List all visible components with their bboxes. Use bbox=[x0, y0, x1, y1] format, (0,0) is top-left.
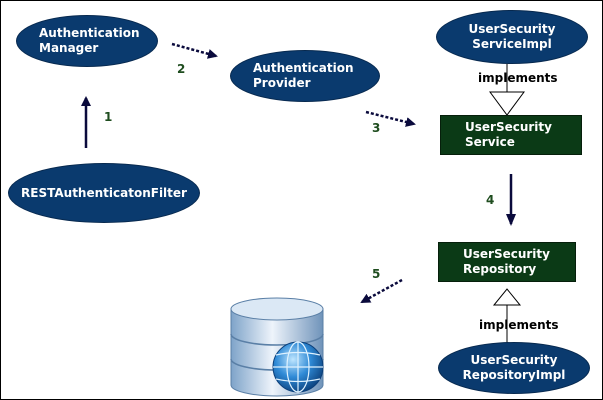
implements-label-top: implements bbox=[478, 71, 558, 85]
service-label: UserSecurity Service bbox=[465, 120, 552, 150]
step-number-4: 4 bbox=[486, 193, 495, 207]
service-line-1: UserSecurity bbox=[465, 120, 552, 134]
step-number-2: 2 bbox=[177, 62, 186, 76]
step-number-3: 3 bbox=[372, 121, 381, 135]
authentication-provider-label: Authentication Provider bbox=[253, 61, 354, 91]
authentication-manager-node: Authentication Manager bbox=[16, 15, 158, 67]
step-number-1: 1 bbox=[104, 110, 113, 124]
auth-manager-line-2: Manager bbox=[39, 41, 99, 55]
service-impl-line-2: ServiceImpl bbox=[472, 37, 552, 51]
repository-line-1: UserSecurity bbox=[463, 247, 550, 261]
rest-authentication-filter-node: RESTAuthenticatonFilter bbox=[8, 163, 200, 223]
service-line-2: Service bbox=[465, 135, 515, 149]
repository-line-2: Repository bbox=[463, 262, 537, 276]
implements-triangle-bottom bbox=[492, 288, 522, 306]
service-impl-line-1: UserSecurity bbox=[468, 22, 556, 36]
auth-provider-line-2: Provider bbox=[253, 76, 311, 90]
rest-filter-label: RESTAuthenticatonFilter bbox=[21, 185, 187, 200]
authentication-provider-node: Authentication Provider bbox=[230, 50, 380, 102]
implements-triangle-top bbox=[489, 91, 525, 116]
repository-label: UserSecurity Repository bbox=[463, 247, 550, 277]
arrow-step-2 bbox=[171, 42, 218, 59]
user-security-service-impl-node: UserSecurity ServiceImpl bbox=[436, 10, 588, 64]
authentication-manager-label: Authentication Manager bbox=[39, 26, 140, 56]
repository-impl-line-2: RepositoryImpl bbox=[462, 368, 566, 382]
auth-provider-line-1: Authentication bbox=[253, 61, 354, 75]
database-globe-icon bbox=[230, 297, 324, 397]
user-security-repository-node: UserSecurity Repository bbox=[438, 242, 576, 282]
implements-label-bottom: implements bbox=[479, 318, 559, 332]
service-impl-label: UserSecurity ServiceImpl bbox=[469, 22, 556, 52]
repository-impl-label: UserSecurity RepositoryImpl bbox=[463, 353, 566, 383]
repository-impl-line-1: UserSecurity bbox=[470, 353, 558, 367]
user-security-repository-impl-node: UserSecurity RepositoryImpl bbox=[438, 342, 590, 394]
arrow-step-5 bbox=[360, 278, 403, 304]
user-security-service-node: UserSecurity Service bbox=[440, 115, 582, 155]
auth-manager-line-1: Authentication bbox=[39, 26, 140, 40]
step-number-5: 5 bbox=[372, 267, 381, 281]
arrow-step-3 bbox=[365, 110, 416, 127]
